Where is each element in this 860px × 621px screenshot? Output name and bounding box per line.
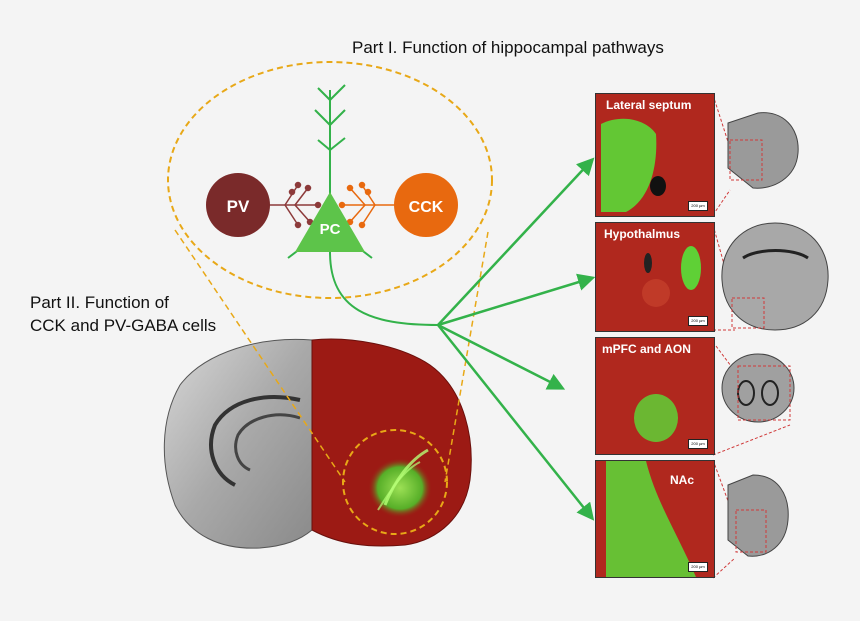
scale-bar: 200 µm	[688, 201, 708, 211]
pv-axon-terminals	[268, 181, 322, 229]
brain-right-half	[311, 338, 472, 547]
scale-bar: 200 µm	[688, 562, 708, 572]
part1-title: Part I. Function of hippocampal pathways	[352, 38, 664, 57]
arrow-to-nac	[437, 324, 595, 521]
cck-label: CCK	[409, 199, 444, 216]
scale-bar: 200 µm	[688, 316, 708, 326]
scale-bar: 200 µm	[688, 439, 708, 449]
arrow-to-mpfc-aon	[437, 323, 566, 390]
pc-axon	[329, 251, 439, 326]
thumb-hypothalmus	[721, 222, 829, 331]
zoom-ellipse	[167, 61, 493, 299]
thumb-nac	[727, 474, 789, 557]
pv-label: PV	[227, 197, 250, 216]
projection-arrows	[437, 157, 596, 521]
pv-cell: PV	[206, 173, 270, 237]
panel-label: mPFC and AON	[602, 342, 691, 356]
part2-title-line2: CCK and PV-GABA cells	[30, 316, 217, 335]
part2-title-line1: Part II. Function of	[30, 293, 169, 312]
panel-label: Lateral septum	[606, 98, 692, 112]
panel-lateral-septum: Lateral septum 200 µm	[595, 93, 715, 217]
zoom-connector-left	[174, 229, 346, 483]
part2-title: Part II. Function of CCK and PV-GABA cel…	[30, 291, 216, 337]
panel-mpfc-aon: mPFC and AON 200 µm	[595, 337, 715, 455]
hippocampus-gray	[209, 395, 301, 487]
pc-label: PC	[320, 221, 341, 238]
panel-nac: NAc 200 µm	[595, 460, 715, 578]
arrow-to-lateral-septum	[437, 157, 595, 326]
zoom-connector-right	[444, 231, 489, 483]
panel-label: NAc	[670, 473, 695, 487]
brain-left-half	[163, 338, 313, 549]
arrow-to-hypothalmus	[437, 273, 596, 327]
brain-section	[163, 338, 472, 549]
pc-cell: PC	[295, 192, 365, 252]
thumb-lateral-septum	[727, 112, 799, 189]
panel-hypothalmus: Hypothalmus 200 µm	[595, 222, 715, 332]
fluorescent-label	[368, 458, 432, 518]
hippocampus-highlight-circle	[342, 429, 448, 535]
panel-label: Hypothalmus	[604, 227, 681, 241]
cck-axon-terminals	[338, 181, 395, 229]
thumb-mpfc-aon	[721, 353, 795, 423]
cck-cell: CCK	[394, 173, 458, 237]
